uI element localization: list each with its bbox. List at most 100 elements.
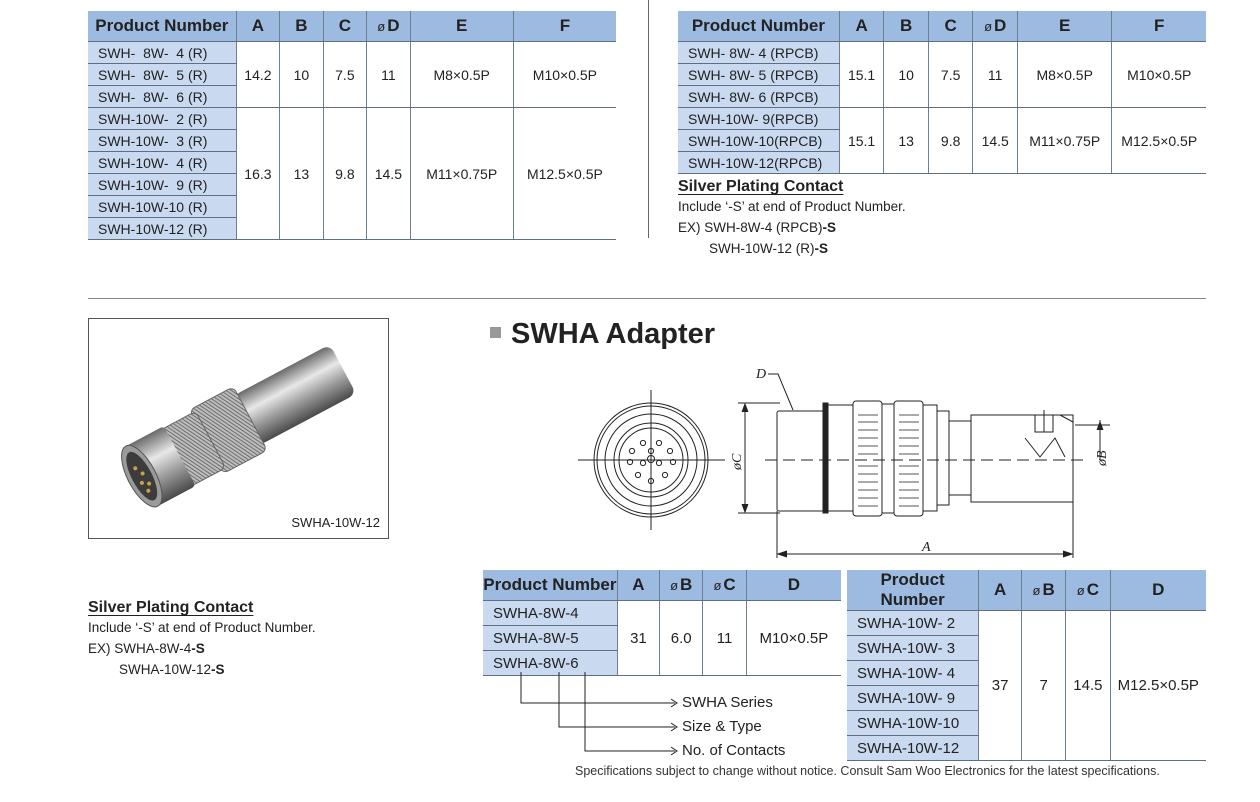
table-row: SWHA-8W-6 [483,650,841,676]
table-row: SWHA-10W- 2 37 7 14.5 M12.5×0.5P [847,610,1206,761]
note-example-2: SWHA-10W-12-S [119,662,225,677]
header-c: C [322,11,367,42]
note-example-1: EX) SWHA-8W-4-S [88,641,205,656]
table-row: SWH-10W- 4 (R) [88,151,616,174]
note-example-1: EX) SWH-8W-4 (RPCB)-S [678,220,837,235]
product-number: SWHA-10W- 2 [847,610,979,636]
table-row: SWH- 8W- 4 (RPCB) 15.1 10 7.5 11 M8×0.5P… [678,41,1206,108]
header-a: A [616,570,660,601]
connector-photo-illustration [121,347,354,508]
table-row: SWHA-10W-12 [847,735,1206,761]
value-e: M8×0.5P [1016,41,1112,108]
header-b: B [279,11,324,42]
front-view [578,390,725,530]
side-view [765,400,1085,517]
dim-label-c: øC [730,453,745,471]
table-row: SWHA-10W- 3 [847,635,1206,661]
note-title: Silver Plating Contact [88,599,254,616]
legend-item-series: SWHA Series [682,694,773,711]
table-row: SWH- 8W- 4 (R) 14.2 10 7.5 11 M8×0.5P M1… [88,41,616,108]
table-row: SWH-10W- 3 (R) [88,129,616,152]
table-row: SWHA-8W-4 31 6.0 11 M10×0.5P [483,600,841,676]
product-number: SWHA-10W-12 [847,735,979,761]
value-a: 31 [616,600,660,676]
header-product-number: Product Number [483,570,618,601]
value-b: 10 [279,41,324,108]
dim-label-a: A [921,540,931,555]
table-row: SWH- 8W- 6 (R) [88,85,616,108]
header-d: D [1109,570,1206,611]
value-c: 7.5 [927,41,973,108]
value-f: M10×0.5P [1111,41,1206,108]
header-d: D [745,570,841,601]
photo-caption: SWHA-10W-12 [291,515,380,530]
product-number: SWH-10W- 9(RPCB) [678,107,840,130]
value-e: M11×0.75P [1016,107,1112,174]
square-bullet-icon [490,326,501,338]
value-b: 13 [279,107,324,240]
phi-symbol: ø [670,578,679,593]
product-number: SWH- 8W- 4 (R) [88,41,237,64]
column-divider [648,0,649,238]
product-number: SWHA-8W-5 [483,625,618,651]
phi-symbol: ø [377,19,386,34]
note-example-2: SWH-10W-12 (R)-S [709,241,829,256]
legend-item-contacts: No. of Contacts [682,742,786,759]
table-row: SWHA-10W- 9 [847,685,1206,711]
table-row: SWH-10W-12 (R) [88,217,616,240]
product-number: SWH-10W- 9 (R) [88,173,237,196]
table-row: SWHA-10W-10 [847,710,1206,736]
value-d: 14.5 [366,107,411,240]
value-f: M12.5×0.5P [512,107,616,240]
product-number: SWHA-10W-10 [847,710,979,736]
value-c: 7.5 [322,41,367,108]
table-row: SWH-10W-10(RPCB) [678,129,1206,152]
header-c: C [927,11,973,42]
product-photo: SWHA-10W-12 [88,318,389,539]
header-f: F [512,11,616,42]
header-a: A [978,570,1022,611]
section-title: SWHA Adapter [490,318,715,351]
value-a: 15.1 [838,107,884,174]
product-number: SWH-10W- 3 (R) [88,129,237,152]
footer-disclaimer: Specifications subject to change without… [575,764,1160,778]
table-row: SWH-10W-12(RPCB) [678,151,1206,174]
header-product-number: Product Number [847,570,979,611]
table-row: SWH-10W-10 (R) [88,195,616,218]
phi-symbol: ø [1076,583,1085,598]
product-number: SWH-10W- 2 (R) [88,107,237,130]
product-number: SWH-10W-10(RPCB) [678,129,840,152]
table-row: SWH- 8W- 5 (R) [88,63,616,86]
table-row: SWHA-8W-5 [483,625,841,651]
value-a: 37 [978,610,1022,761]
product-number: SWH-10W-12(RPCB) [678,151,840,174]
table-row: SWH- 8W- 6 (RPCB) [678,85,1206,108]
product-number: SWHA-10W- 3 [847,635,979,661]
header-b: B [883,11,929,42]
header-e: E [1016,11,1112,42]
header-e: E [409,11,514,42]
header-a: A [838,11,884,42]
value-d: M12.5×0.5P [1109,610,1206,761]
technical-drawing: øC D [578,367,1110,558]
value-b: 10 [883,41,929,108]
header-a: A [235,11,280,42]
product-number: SWH-10W- 4 (R) [88,151,237,174]
dim-label-d: D [755,367,766,382]
value-b: 13 [883,107,929,174]
value-b: 7 [1021,610,1066,761]
value-a: 15.1 [838,41,884,108]
value-d: 11 [366,41,411,108]
header-product-number: Product Number [88,11,237,42]
product-number: SWHA-8W-6 [483,650,618,676]
value-a: 16.3 [235,107,280,240]
